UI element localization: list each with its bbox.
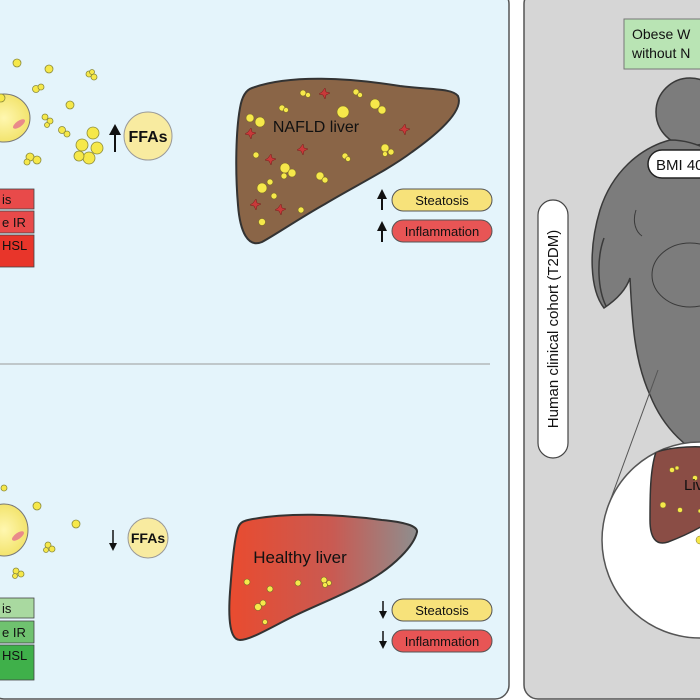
bmi-badge: BMI 40 <box>647 149 700 179</box>
tag-hsl: HSL <box>2 648 27 663</box>
zoom-lines <box>605 369 659 513</box>
ffas-bubble <box>127 517 169 559</box>
nafld-liver: NAFLD liver <box>235 77 460 245</box>
inflammation-pill <box>391 219 493 243</box>
tag-hsl: HSL <box>2 238 27 253</box>
top-fat-droplets <box>0 58 104 166</box>
steatosis-pill <box>391 188 493 212</box>
cohort-label: Human clinical cohort (T2DM) <box>537 199 569 459</box>
down-arrow-icon <box>379 601 387 649</box>
ffas-bubble <box>123 111 173 161</box>
fat-cell-icon <box>0 503 29 557</box>
bottom-fat-droplets <box>0 484 81 579</box>
group-label-line1: Obese W <box>632 26 691 42</box>
bottom-fat-cell <box>0 503 29 557</box>
steatosis-pill <box>391 598 493 622</box>
bottom-left-tags: is e IR HSL <box>0 597 35 681</box>
ffas-label: FFAs <box>131 530 165 546</box>
tag-insulin-resistance: e IR <box>2 215 26 230</box>
down-arrow-icon <box>109 530 117 551</box>
bottom-ffas-indicator: FFAs <box>109 517 169 559</box>
top-left-tags: is e IR HSL <box>0 188 35 268</box>
nafld-liver-label: NAFLD liver <box>273 119 360 136</box>
top-ffas-indicator: FFAs <box>109 111 173 161</box>
group-label-box: Obese W without N <box>623 18 700 70</box>
steatosis-label: Steatosis <box>415 603 469 618</box>
cohort-label-text: Human clinical cohort (T2DM) <box>545 230 562 428</box>
healthy-liver-label: Healthy liver <box>253 548 347 567</box>
inflammation-label: Inflammation <box>405 224 479 239</box>
tag-lipolysis: is <box>2 192 12 207</box>
bmi-label: BMI 40 <box>656 157 700 174</box>
top-fat-cell <box>0 93 31 143</box>
bottom-outcomes: Steatosis Inflammation <box>379 598 493 653</box>
inflammation-pill <box>391 629 493 653</box>
up-arrow-icon <box>109 124 121 152</box>
top-outcomes: Steatosis Inflammation <box>377 188 493 243</box>
ffas-label: FFAs <box>128 129 167 146</box>
fat-cell-icon <box>0 93 31 143</box>
inflammation-label: Inflammation <box>405 634 479 649</box>
tag-insulin-resistance: e IR <box>2 625 26 640</box>
healthy-liver: Healthy liver <box>228 513 418 642</box>
person-silhouette-icon <box>591 77 700 455</box>
zoom-liver-label: Liv <box>684 477 700 494</box>
liver-icon <box>649 446 700 544</box>
magnifier-circle-icon: Liv <box>601 441 700 639</box>
group-label-line2: without N <box>631 45 690 61</box>
tag-lipolysis: is <box>2 601 12 616</box>
up-arrow-icon <box>377 189 387 242</box>
steatosis-label: Steatosis <box>415 193 469 208</box>
